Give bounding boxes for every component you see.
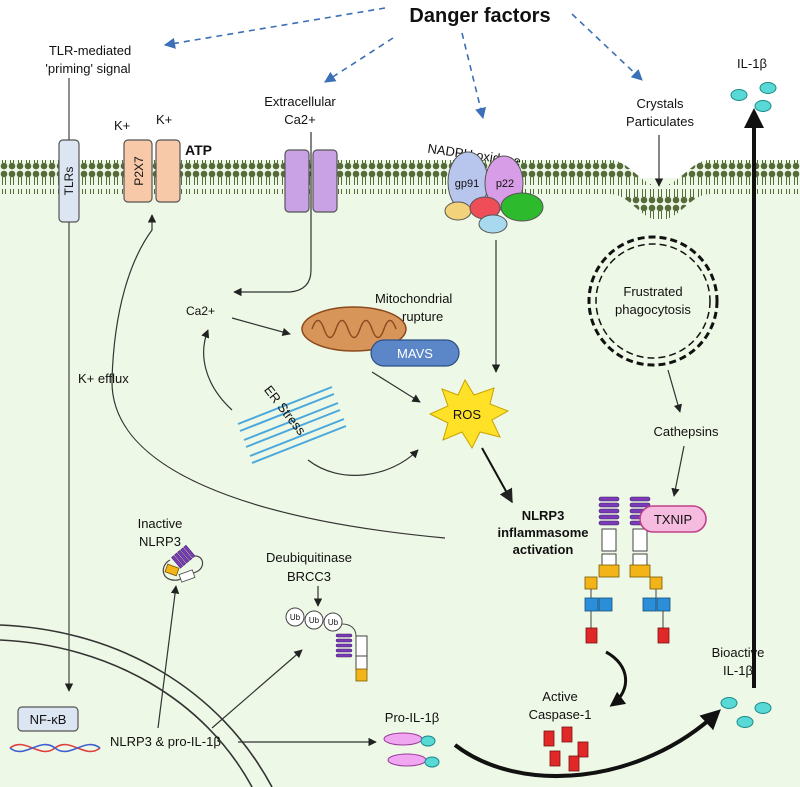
nlrp3-activation-label-1: NLRP3 (522, 508, 565, 523)
frustrated-label: Frustrated (623, 284, 682, 299)
particulates-label: Particulates (626, 114, 694, 129)
nlrp3-activation-label-2: inflammasome (497, 525, 588, 540)
caspase-subunit (568, 755, 580, 772)
k-efflux-label: K+ efflux (78, 371, 129, 386)
txnip-label: TXNIP (654, 512, 692, 527)
caspase-subunit (561, 726, 573, 743)
nucleus-envelope-outer (0, 624, 273, 787)
ubiquitin-chain: Ub Ub Ub (285, 607, 343, 632)
active-caspase-label-2: Caspase-1 (529, 707, 592, 722)
danger-arrow-nadph (461, 32, 487, 120)
nfkb-label: NF-κB (30, 712, 67, 727)
inactive-label-1: Inactive (138, 516, 183, 531)
danger-arrow-tlr (163, 7, 386, 49)
mito-to-ros-arrow (371, 371, 421, 403)
tlr-signal-label-2: 'priming' signal (45, 61, 130, 76)
inflammasome-to-caspase-arrow (605, 650, 628, 707)
p2x7-channel-subunit (155, 139, 181, 203)
brcc3-label: BRCC3 (287, 569, 331, 584)
ros-label: ROS (453, 407, 482, 422)
caspase-subunit (577, 741, 589, 758)
bioactive-label-2: IL-1β (723, 663, 753, 678)
calcium-inner-label: Ca2+ (186, 304, 215, 318)
ub-label: Ub (309, 616, 320, 625)
gp91-label: gp91 (455, 178, 479, 190)
nadph-subunit-yellow (444, 201, 472, 221)
deubiquitinase-label: Deubiquitinase (266, 550, 352, 565)
phagocytosis-label: phagocytosis (615, 302, 691, 317)
nlrp3-pro-il1b-label: NLRP3 & pro-IL-1β (110, 734, 221, 749)
nucleus-envelope-inner (0, 639, 253, 787)
transcript-to-inactive-arrow (157, 585, 180, 729)
endoplasmic-reticulum (237, 386, 347, 464)
phagosome-inner (595, 243, 711, 359)
bioactive-il1b-molecule (754, 702, 772, 714)
transcript-to-brcc3-arrow (211, 649, 303, 729)
extracellular-label-2: Ca2+ (284, 112, 315, 127)
k-plus-left-label: K+ (114, 118, 130, 133)
tlrs-label: TLRs (62, 167, 76, 196)
il1b-molecule (730, 89, 748, 101)
er-to-ros-arrow (307, 449, 419, 476)
nadph-subunit-green (500, 192, 544, 222)
bioactive-il1b-molecule (720, 697, 738, 709)
dna-strand-blue (9, 743, 101, 753)
p2x7-label: P2X7 (132, 156, 146, 186)
pro-il1b-molecule (383, 732, 423, 746)
k-plus-right-label: K+ (156, 112, 172, 127)
atp-label: ATP (185, 142, 212, 158)
ub-label: Ub (328, 618, 339, 627)
caspase-subunit (543, 730, 555, 747)
phago-to-cathepsins-arrow (667, 369, 682, 413)
nadph-subunit-blue (478, 214, 508, 234)
pro-il1b-label: Pro-IL-1β (385, 710, 439, 725)
extracellular-label-1: Extracellular (264, 94, 336, 109)
cytoplasm (0, 178, 800, 787)
bioactive-il1b-molecule (736, 716, 754, 728)
k-efflux-arrow (111, 214, 446, 539)
il1b-molecule (759, 82, 777, 94)
nlrp3-activation-label-3: activation (513, 542, 574, 557)
calcium-channel-subunit (312, 149, 338, 213)
nfkb-box (17, 706, 79, 732)
txnip-protein (639, 505, 707, 533)
mitochondrial-label: Mitochondrial (375, 291, 452, 306)
p2x7-channel (123, 139, 153, 203)
ubiquitinated-nlrp3 (335, 623, 368, 682)
danger-factors-title: Danger factors (409, 5, 550, 27)
er-to-calcium-arrow (201, 329, 233, 411)
processing-arrow (453, 709, 721, 778)
pro-il1b-head (420, 735, 436, 747)
cathepsins-to-nlrp3-arrow (671, 445, 685, 497)
il1b-molecule (754, 100, 772, 112)
rupture-label: rupture (402, 309, 443, 324)
danger-arrow-crystals (571, 13, 643, 81)
nlrp3-inflammasome (584, 496, 671, 644)
mavs-label: MAVS (397, 346, 433, 361)
pro-il1b-molecule (387, 753, 427, 767)
calcium-channel (284, 149, 310, 213)
ub-label: Ub (290, 613, 301, 622)
phagosome (587, 235, 719, 367)
cathepsins-label: Cathepsins (653, 424, 719, 439)
calcium-to-mito-arrow (231, 317, 291, 337)
inactive-nlrp3-protein (162, 544, 204, 583)
calcium-influx-arrow (233, 132, 312, 297)
il1b-top-label: IL-1β (737, 56, 767, 71)
bioactive-label-1: Bioactive (712, 645, 765, 660)
p22-label: p22 (496, 178, 514, 190)
danger-arrow-calcium (324, 37, 394, 83)
inactive-label-2: NLRP3 (139, 534, 181, 549)
ros-to-nlrp3-arrow (481, 447, 513, 504)
ros-burst (428, 378, 510, 450)
crystals-label: Crystals (637, 96, 684, 111)
caspase-subunit (549, 750, 561, 767)
mavs-protein (370, 339, 460, 367)
cell-membrane (0, 160, 800, 220)
active-caspase-label-1: Active (542, 689, 577, 704)
tlr-signal-label-1: TLR-mediated (49, 43, 131, 58)
pro-il1b-head (424, 756, 440, 768)
